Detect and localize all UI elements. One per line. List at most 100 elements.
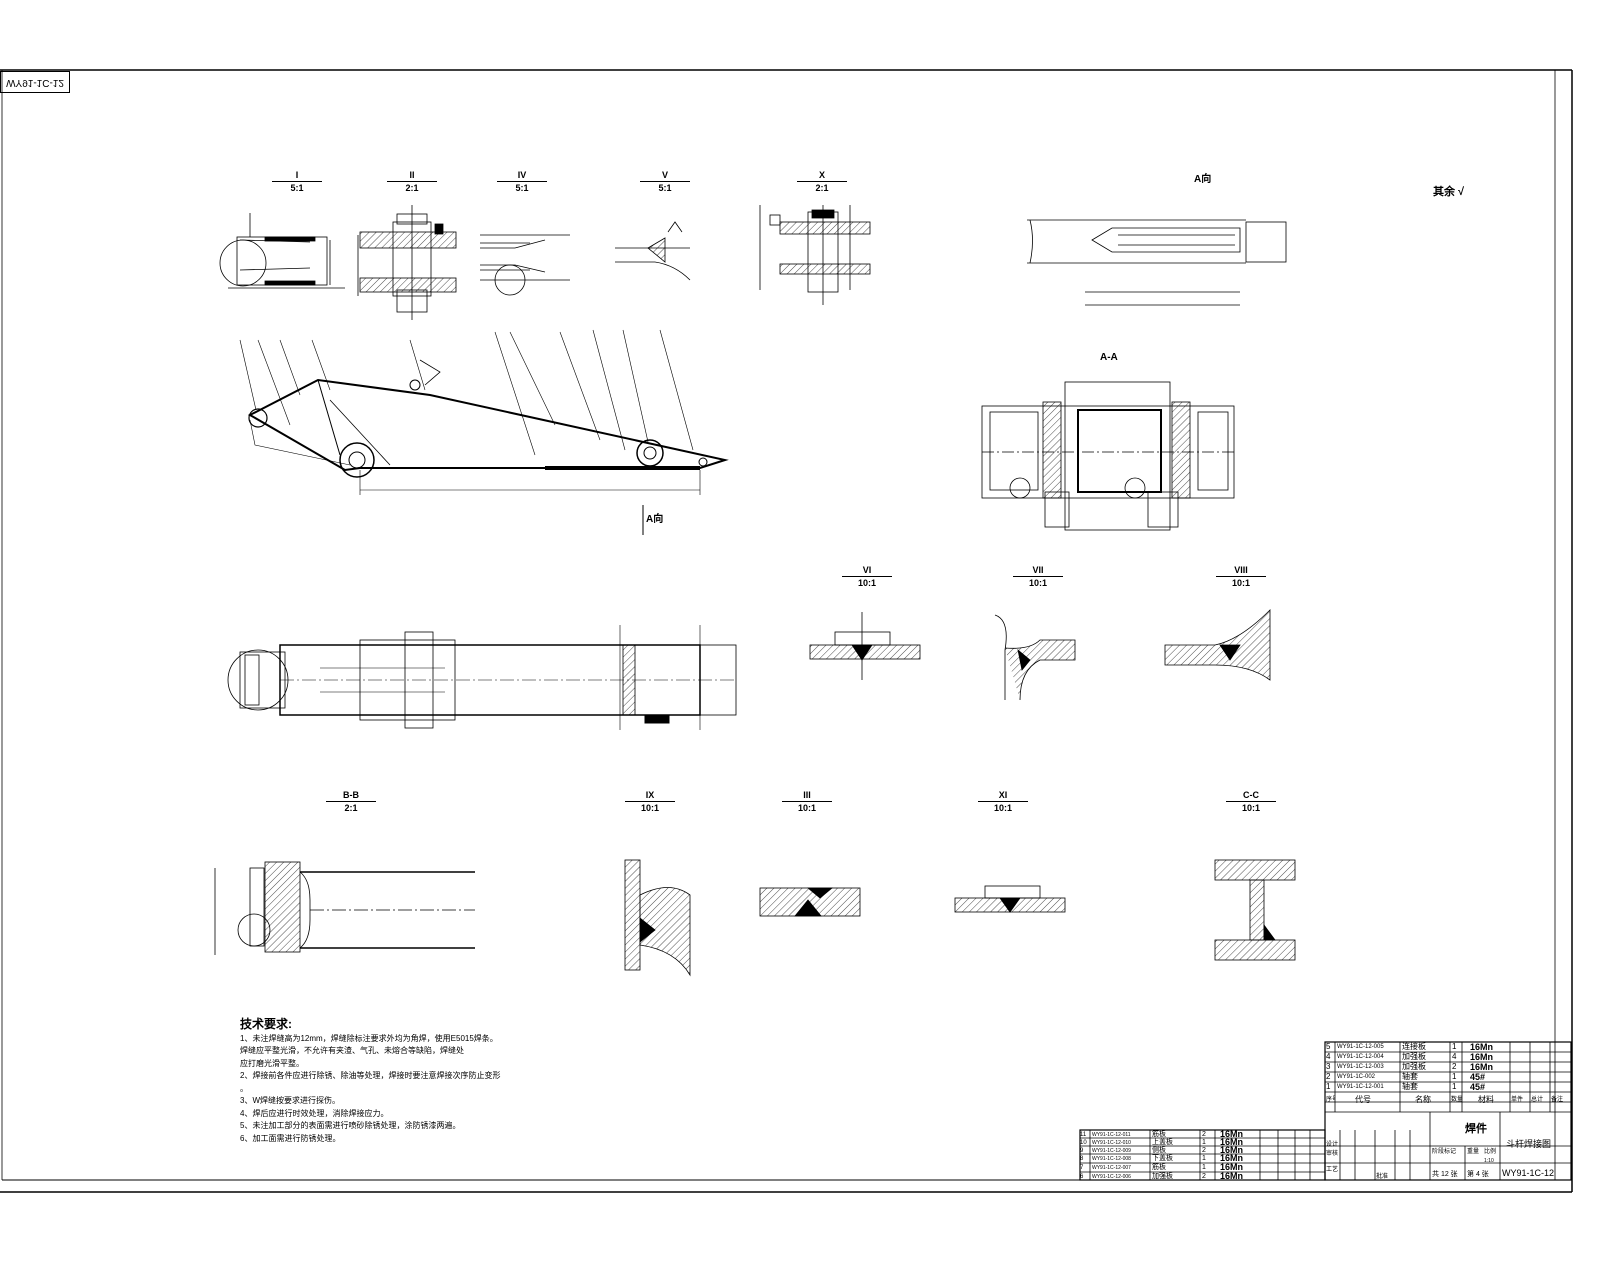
bom-header-total: 总计 <box>1531 1097 1544 1103</box>
bom-upper-no: 3 <box>1326 1062 1331 1071</box>
bom-lower-qty: 1 <box>1202 1164 1206 1171</box>
bom-header-unit: 单件 <box>1511 1097 1524 1103</box>
view-title-vii-label: VII <box>1013 565 1063 577</box>
bom-upper-name: 轴套 <box>1402 1082 1418 1091</box>
view-a-arrow-label: A向 <box>646 514 664 525</box>
technical-requirements-heading: 技术要求: <box>240 1017 292 1031</box>
view-title-x-scale: 2:1 <box>815 183 829 193</box>
bom-lower-name: 筋板 <box>1152 1131 1166 1138</box>
technical-requirements: 技术要求: 1、未注焊缝高为12mm，焊缝除标注要求外均为角焊，使用E5015焊… <box>240 1018 508 1145</box>
view-title-xi-label: XI <box>978 790 1028 802</box>
bom-lower-qty: 1 <box>1202 1155 1206 1162</box>
bom-lower-no: 9 <box>1080 1148 1084 1154</box>
view-title-ix: IX 10:1 <box>625 790 675 813</box>
scale-label: 比例 <box>1484 1149 1497 1155</box>
bom-lower-no: 7 <box>1080 1165 1084 1171</box>
view-title-vii: VII 10:1 <box>1013 565 1063 588</box>
bom-upper-no: 2 <box>1326 1072 1331 1081</box>
bom-lower-name: 下盖板 <box>1152 1155 1173 1162</box>
bom-upper-material: 16Mn <box>1470 1042 1494 1052</box>
approve-label: 批准 <box>1376 1174 1389 1180</box>
process-label: 工艺 <box>1326 1167 1339 1173</box>
bom-upper-name: 加强板 <box>1402 1062 1426 1071</box>
design-label: 设计 <box>1326 1142 1339 1148</box>
stage-mark-label: 阶段标记 <box>1432 1149 1457 1155</box>
bom-upper-code: WY91-1C-12-003 <box>1337 1064 1384 1070</box>
view-title-b-b-scale: 2:1 <box>344 803 358 813</box>
section-a-a <box>981 381 1235 531</box>
section-b-b <box>214 861 475 955</box>
bom-lower-material: 16Mn <box>1220 1171 1244 1181</box>
check-label: 审核 <box>1326 1151 1339 1157</box>
note-line: 3、W焊缝按要求进行探伤。 <box>240 1096 340 1105</box>
view-title-b-b-label: B-B <box>326 790 376 802</box>
weld-detail-vii <box>994 614 1076 701</box>
view-title-i: I 5:1 <box>272 170 322 193</box>
view-title-iii-label: III <box>782 790 832 802</box>
view-title-i-label: I <box>272 170 322 182</box>
drawing-code-tab: WY91-1C-12 <box>0 71 70 93</box>
detail-view-iv <box>480 234 570 296</box>
bom-upper-qty: 1 <box>1452 1082 1457 1091</box>
sheet-frame <box>0 69 1573 1193</box>
weld-detail-iii <box>759 887 861 917</box>
note-line: 6、加工面需进行防锈处理。 <box>240 1133 341 1143</box>
note-line: 4、焊后应进行时效处理，消除焊接应力。 <box>240 1108 389 1118</box>
plan-view <box>227 625 737 730</box>
view-title-vii-scale: 10:1 <box>1028 578 1047 588</box>
view-title-viii: VIII 10:1 <box>1216 565 1266 588</box>
bom-header-qty: 数量 <box>1451 1097 1462 1103</box>
view-title-v: V 5:1 <box>640 170 690 193</box>
bom-upper-material: 45# <box>1470 1072 1486 1082</box>
bom-upper-material: 16Mn <box>1470 1062 1494 1072</box>
view-title-iii: III 10:1 <box>782 790 832 813</box>
section-a-a-label: A-A <box>1100 352 1118 363</box>
weld-detail-vi <box>809 612 921 680</box>
bom-lower-material: 16Mn <box>1220 1129 1244 1139</box>
view-title-c-c-label: C-C <box>1226 790 1276 802</box>
roughness-symbol: 其余 √ <box>1433 186 1465 198</box>
view-title-xi: XI 10:1 <box>978 790 1028 813</box>
bom-upper-material: 16Mn <box>1470 1052 1494 1062</box>
sheets-total: 共 12 张 <box>1432 1171 1458 1178</box>
view-title-c-c-scale: 10:1 <box>1241 803 1260 813</box>
view-title-vi-scale: 10:1 <box>857 578 876 588</box>
weight-label: 重量 <box>1467 1149 1480 1155</box>
view-title-x-label: X <box>797 170 847 182</box>
scale-value: 1:10 <box>1484 1158 1494 1164</box>
bom-lower-qty: 1 <box>1202 1139 1206 1146</box>
view-title-iv-scale: 5:1 <box>515 183 529 193</box>
bom-lower-qty: 2 <box>1202 1131 1206 1138</box>
drawing-number: WY91-1C-12 <box>1502 1168 1555 1178</box>
weld-detail-xi <box>954 885 1066 913</box>
view-title-i-scale: 5:1 <box>290 183 304 193</box>
bom-lower-code: WY91-1C-12-009 <box>1092 1148 1131 1154</box>
bom-upper-qty: 1 <box>1452 1072 1457 1081</box>
bom-upper-no: 1 <box>1326 1082 1331 1091</box>
bom-upper-qty: 2 <box>1452 1062 1457 1071</box>
part-name: 斗杆焊接图 <box>1506 1139 1552 1149</box>
view-title-b-b: B-B 2:1 <box>326 790 376 813</box>
bom-upper-material: 45# <box>1470 1082 1486 1092</box>
bom-upper-name: 轴套 <box>1402 1072 1418 1081</box>
view-title-v-label: V <box>640 170 690 182</box>
weld-detail-ix <box>624 859 691 977</box>
bom-header-name: 名称 <box>1415 1095 1431 1104</box>
bom-header-remark: 备注 <box>1551 1097 1564 1103</box>
bom-upper-code: WY91-1C-002 <box>1337 1074 1376 1080</box>
bom-upper-no: 5 <box>1326 1042 1331 1051</box>
bom-header-no: 序号 <box>1326 1097 1335 1103</box>
view-title-iii-scale: 10:1 <box>797 803 816 813</box>
view-title-iv-label: IV <box>497 170 547 182</box>
bom-lower-code: WY91-1C-12-011 <box>1092 1132 1131 1138</box>
bom-lower-material: 16Mn <box>1220 1153 1244 1163</box>
bom-lower-no: 10 <box>1080 1140 1087 1146</box>
view-title-ix-scale: 10:1 <box>640 803 659 813</box>
view-title-ii-scale: 2:1 <box>405 183 419 193</box>
view-title-iv: IV 5:1 <box>497 170 547 193</box>
sheet-number: 第 4 张 <box>1467 1171 1489 1178</box>
view-title-c-c: C-C 10:1 <box>1226 790 1276 813</box>
note-line: 2、焊接前各件应进行除锈、除油等处理，焊接时要注意焊接次序防止变形 <box>240 1071 501 1080</box>
bom-lower-code: WY91-1C-12-010 <box>1092 1140 1131 1146</box>
